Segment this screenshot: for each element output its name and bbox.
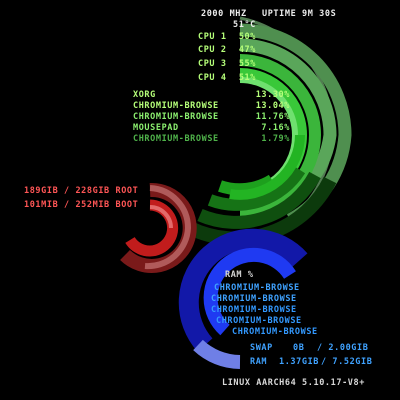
cpu-label: CPU 2 <box>198 45 227 55</box>
cpu-label: CPU 3 <box>198 59 227 69</box>
cpu-gauge <box>186 16 352 246</box>
cpu-temperature: 51°C <box>233 20 256 30</box>
cpu-frequency: 2000 MHZ <box>201 9 247 19</box>
ram-total: / 7.52GIB <box>321 357 373 367</box>
cpu-label: CPU 4 <box>198 73 227 83</box>
memory-title: RAM % <box>225 270 254 280</box>
cpu-label: CPU 1 <box>198 32 227 42</box>
uptime: UPTIME 9M 30S <box>262 9 337 19</box>
cpu-value: 50% <box>238 32 256 42</box>
cpu-lower-dark-2 <box>197 171 321 229</box>
process-name: CHROMIUM-BROWSE <box>133 134 219 144</box>
memory-gauge <box>178 228 308 369</box>
mem-outer <box>178 228 308 352</box>
ram-value: 1.37GIB <box>279 357 320 367</box>
cpu-lower-dark-3 <box>207 166 306 211</box>
process-name: CHROMIUM-BROWSE <box>133 112 219 122</box>
process-value: 1.79% <box>261 134 290 144</box>
process-name: MOUSEPAD <box>133 123 179 133</box>
swap-total: / 2.00GIB <box>317 343 369 353</box>
process-value: 11.76% <box>255 112 290 122</box>
mem-swap-track <box>193 339 241 369</box>
kernel-info: LINUX AARCH64 5.10.17-V8+ <box>222 378 365 388</box>
ram-label: RAM <box>250 357 268 367</box>
cpu-value: 51% <box>238 73 256 83</box>
memory-process-name: CHROMIUM-BROWSE <box>211 294 297 304</box>
process-name: XORG <box>133 90 156 100</box>
swap-value: 0B <box>293 343 305 353</box>
cpu-value: 47% <box>238 45 256 55</box>
cpu-inner-green <box>229 134 305 200</box>
disk-gauge <box>120 182 197 273</box>
disk-root-label: 189GIB / 228GIB ROOT <box>24 186 139 196</box>
process-value: 13.30% <box>255 90 290 100</box>
process-name: CHROMIUM-BROWSE <box>133 101 219 111</box>
process-value: 13.04% <box>255 101 290 111</box>
disk-outer-light <box>144 185 192 270</box>
swap-label: SWAP <box>250 343 273 353</box>
disk-inner-light <box>149 205 173 229</box>
memory-process-name: CHROMIUM-BROWSE <box>216 316 302 326</box>
disk-boot-label: 101MIB / 252MIB BOOT <box>24 200 139 210</box>
process-value: 7.16% <box>261 123 290 133</box>
memory-process-name: CHROMIUM-BROWSE <box>211 305 297 315</box>
memory-process-name: CHROMIUM-BROWSE <box>214 283 300 293</box>
cpu-value: 55% <box>238 59 256 69</box>
mem-inner <box>203 247 296 336</box>
memory-process-name: CHROMIUM-BROWSE <box>232 327 318 337</box>
